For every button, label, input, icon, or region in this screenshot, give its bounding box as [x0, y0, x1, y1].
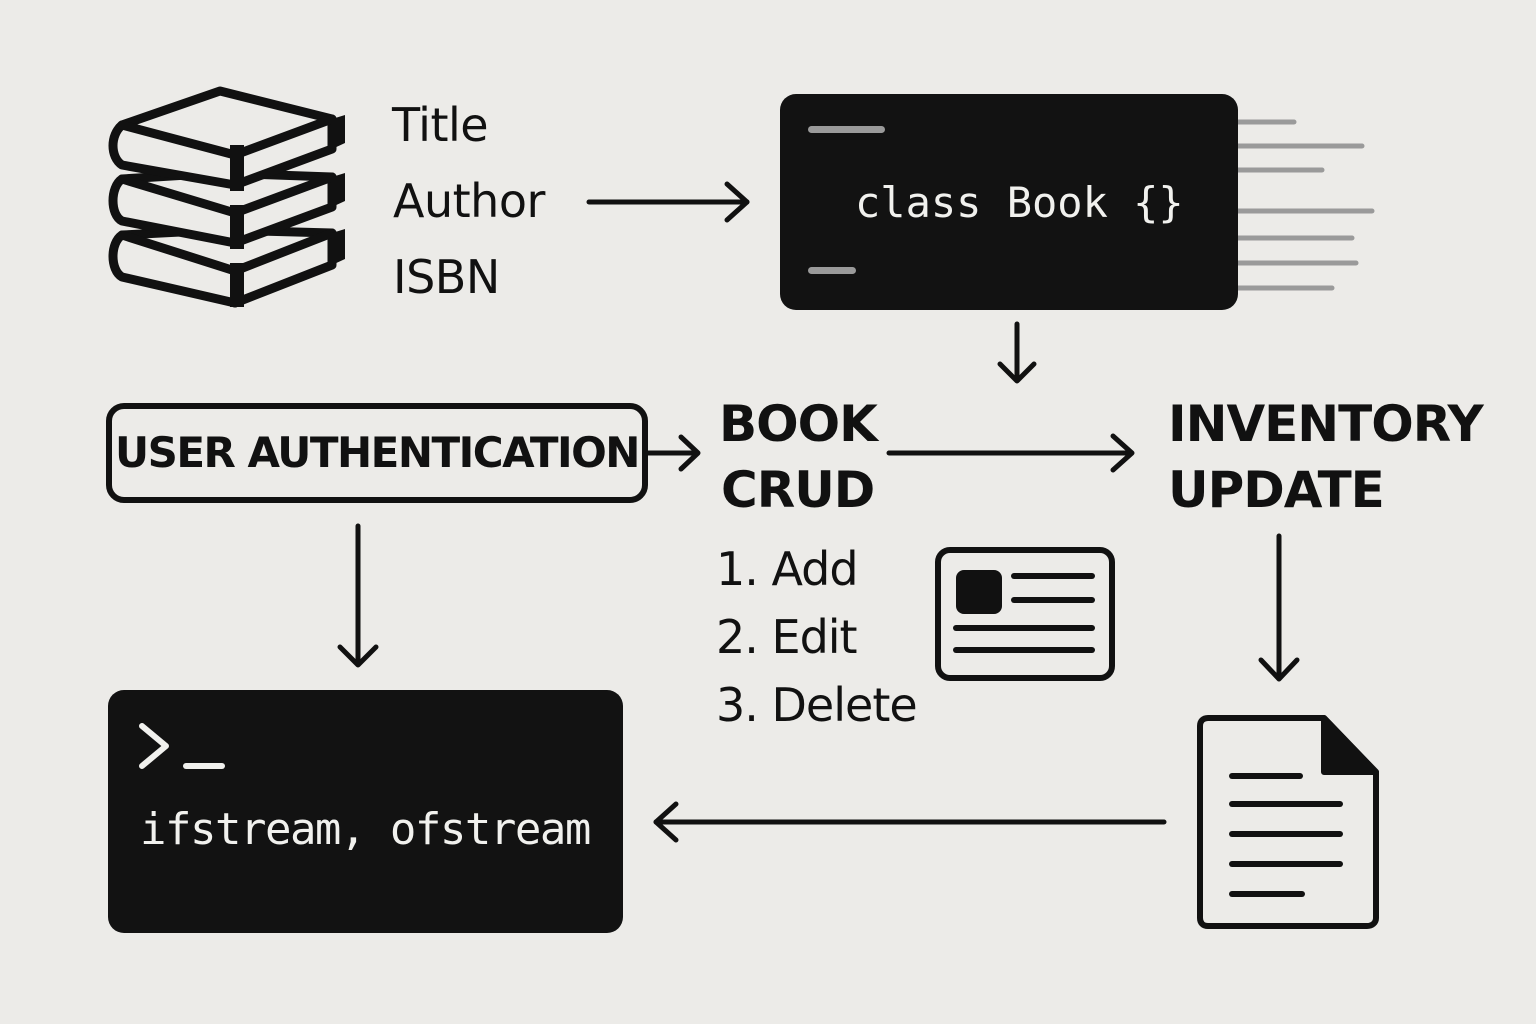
operation-edit: 2. Edit: [716, 610, 858, 664]
inventory-update-line2: UPDATE: [1168, 461, 1385, 519]
field-author: Author: [393, 174, 545, 228]
arrow-crud-to-inventory: [886, 433, 1135, 473]
terminal-prompt-icon: [139, 723, 225, 769]
arrow-auth-to-crud: [644, 434, 701, 472]
panel-bottom-line-decoration: [808, 267, 856, 274]
file-stream-code: ifstream, ofstream: [140, 804, 591, 855]
user-authentication-label: USER AUTHENTICATION: [115, 428, 640, 477]
operation-delete: 3. Delete: [716, 678, 918, 732]
arrow-file-to-terminal: [653, 801, 1167, 843]
speed-lines-decoration: [1231, 119, 1375, 291]
book-crud-line1: BOOK: [719, 395, 878, 453]
record-card-icon: [935, 547, 1115, 681]
books-stack-icon: [108, 86, 345, 308]
arrow-auth-down: [337, 523, 379, 668]
book-crud-line2: CRUD: [721, 461, 875, 519]
panel-top-line-decoration: [808, 126, 885, 133]
inventory-update-line1: INVENTORY: [1168, 395, 1484, 453]
field-isbn: ISBN: [393, 250, 500, 304]
field-title: Title: [392, 98, 489, 152]
arrow-fields-to-class: [586, 181, 750, 223]
class-code-text: class Book {}: [855, 178, 1184, 227]
operation-add: 1. Add: [716, 542, 859, 596]
arrow-class-down: [997, 321, 1037, 384]
file-stream-terminal: ifstream, ofstream: [108, 690, 623, 933]
class-definition-panel: class Book {}: [780, 94, 1238, 310]
user-authentication-box: USER AUTHENTICATION: [106, 403, 648, 503]
arrow-inventory-down: [1258, 533, 1300, 682]
document-file-icon: [1197, 715, 1379, 929]
